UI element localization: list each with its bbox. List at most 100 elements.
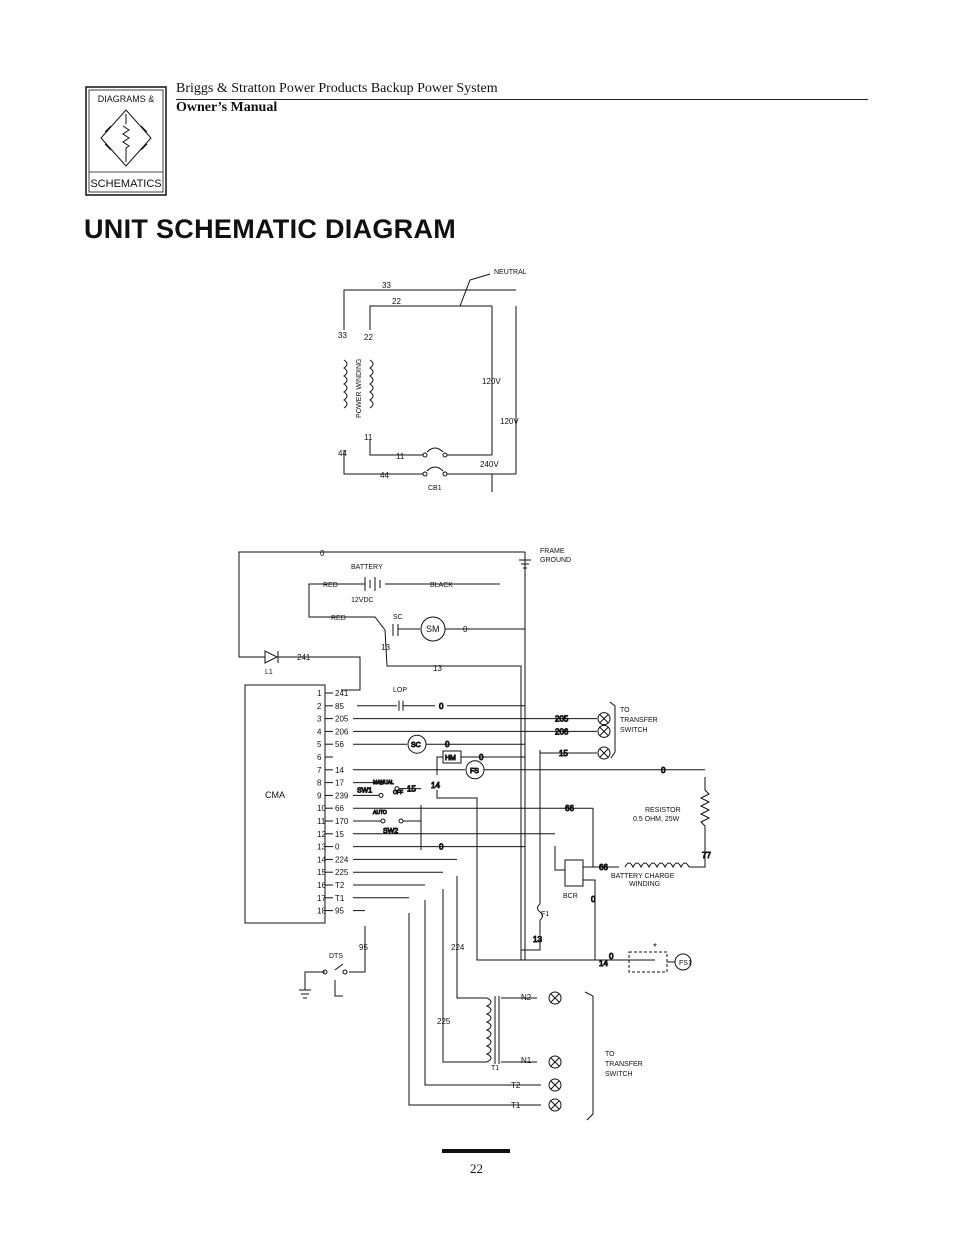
bcr-label: BCR — [563, 893, 578, 900]
cma-wire-5: 56 — [335, 740, 344, 749]
resistor-label-a: RESISTOR — [645, 807, 681, 814]
voltage-120-a: 120V — [482, 377, 501, 386]
cma-terminal-14: 14 — [317, 855, 326, 864]
wire-205-right: 205 — [555, 715, 569, 724]
wire-206-right: 206 — [555, 727, 569, 736]
wire-0-bcr: 0 — [591, 895, 596, 904]
starter-motor-label: SM — [426, 624, 440, 634]
wire-14-fs: 14 — [431, 781, 440, 790]
wire-66-label: 66 — [565, 804, 574, 813]
cma-terminal-11: 11 — [317, 817, 326, 826]
ground-label: GROUND — [540, 557, 571, 564]
power-winding-schematic: NEUTRAL 33 22 33 22 POWER WINDING 11 44 … — [338, 269, 527, 492]
wire-44-side-label: 44 — [338, 449, 347, 458]
to-transfer-2a: TO — [605, 1051, 615, 1058]
cma-terminal-18: 18 — [317, 907, 326, 916]
cma-wire-9: 239 — [335, 791, 349, 800]
wire-0-fs1: 0 — [609, 952, 614, 961]
l1-label: L1 — [265, 669, 273, 676]
wire-44-label: 44 — [380, 471, 389, 480]
header-rule — [176, 99, 868, 100]
cma-terminal-3: 3 — [317, 715, 322, 724]
cma-wire-17: T1 — [335, 894, 345, 903]
page-number: 22 — [470, 1161, 483, 1176]
wire-14-fs1: 14 — [599, 959, 608, 968]
header-manual: Owner’s Manual — [176, 100, 278, 115]
f1-label: F1 — [541, 911, 549, 918]
cma-wire-1: 241 — [335, 689, 349, 698]
wire-13-run: 13 — [433, 664, 442, 673]
wire-33-side-label: 33 — [338, 331, 347, 340]
to-transfer-2c: SWITCH — [605, 1071, 633, 1078]
cma-terminal-8: 8 — [317, 779, 322, 788]
auto-label: AUTO — [373, 810, 387, 816]
voltage-120-b: 120V — [500, 417, 519, 426]
fs1-label: FS1 — [679, 960, 692, 967]
sw2-label: SW2 — [383, 828, 398, 835]
wire-15-sw1: 15 — [407, 785, 416, 794]
power-winding-label: POWER WINDING — [356, 359, 363, 419]
voltage-240: 240V — [480, 460, 499, 469]
wire-225-label: 225 — [437, 1017, 451, 1026]
cma-terminal-16: 16 — [317, 881, 326, 890]
cma-wire-13: 0 — [335, 843, 340, 852]
cma-terminal-6: 6 — [317, 753, 322, 762]
cma-wire-4: 206 — [335, 727, 349, 736]
cma-terminal-13: 13 — [317, 843, 326, 852]
wire-0-sc: 0 — [445, 740, 450, 749]
neutral-label: NEUTRAL — [494, 269, 527, 276]
cma-wire-10: 66 — [335, 804, 344, 813]
cma-terminal-15: 15 — [317, 868, 326, 877]
cma-terminal-5: 5 — [317, 740, 322, 749]
wire-0-fs: 0 — [661, 766, 666, 775]
cma-wire-18: 95 — [335, 907, 344, 916]
cma-wire-16: T2 — [335, 881, 345, 890]
fs-label: FS — [470, 768, 479, 775]
bcw-label-b: WINDING — [629, 881, 660, 888]
cma-wire-3: 205 — [335, 715, 349, 724]
vdc-label: 12VDC — [351, 597, 374, 604]
cma-terminal-10: 10 — [317, 804, 326, 813]
black-label: BLACK — [430, 582, 453, 589]
bcw-label-a: BATTERY CHARGE — [611, 873, 675, 880]
n1-label: N1 — [521, 1056, 532, 1065]
wire-241-label: 241 — [297, 653, 311, 662]
cma-wire-11: 170 — [335, 817, 349, 826]
cma-label: CMA — [265, 790, 285, 800]
dts-label: DTS — [329, 953, 343, 960]
to-transfer-1a: TO — [620, 707, 630, 714]
wire-0-row13: 0 — [439, 843, 444, 852]
cb1-label: CB1 — [428, 485, 442, 492]
cma-terminal-17: 17 — [317, 894, 326, 903]
to-transfer-2b: TRANSFER — [605, 1061, 643, 1068]
red-label-1: RED — [323, 582, 338, 589]
manual-label: MANUAL — [373, 780, 394, 786]
cma-wire-12: 15 — [335, 830, 344, 839]
sc-label: SC — [393, 614, 403, 621]
wire-22-side-label: 22 — [364, 333, 373, 342]
wire-11-side-label: 11 — [364, 433, 373, 442]
red-label-2: RED — [331, 615, 346, 622]
cma-wire-8: 17 — [335, 779, 344, 788]
frame-label: FRAME — [540, 548, 565, 555]
hm-label: HM — [445, 755, 456, 762]
wire-77-label: 77 — [702, 851, 711, 860]
to-transfer-1c: SWITCH — [620, 727, 648, 734]
cma-wire-15: 225 — [335, 868, 349, 877]
cma-terminal-9: 9 — [317, 791, 322, 800]
wire-0-lop: 0 — [439, 702, 444, 711]
wire-0-hm: 0 — [479, 753, 484, 762]
cma-terminal-12: 12 — [317, 830, 326, 839]
wire-11-label: 11 — [396, 452, 405, 461]
wire-95-dts: 95 — [359, 943, 368, 952]
wire-0-sm: 0 — [463, 625, 468, 634]
page-number-bar — [442, 1149, 510, 1153]
wire-33-label: 33 — [382, 281, 391, 290]
cma-wire-2: 85 — [335, 702, 344, 711]
wire-15-right: 15 — [559, 749, 568, 758]
cma-wire-7: 14 — [335, 766, 344, 775]
header-subtitle: Briggs & Stratton Power Products Backup … — [176, 81, 498, 96]
wire-224-label: 224 — [451, 943, 465, 952]
